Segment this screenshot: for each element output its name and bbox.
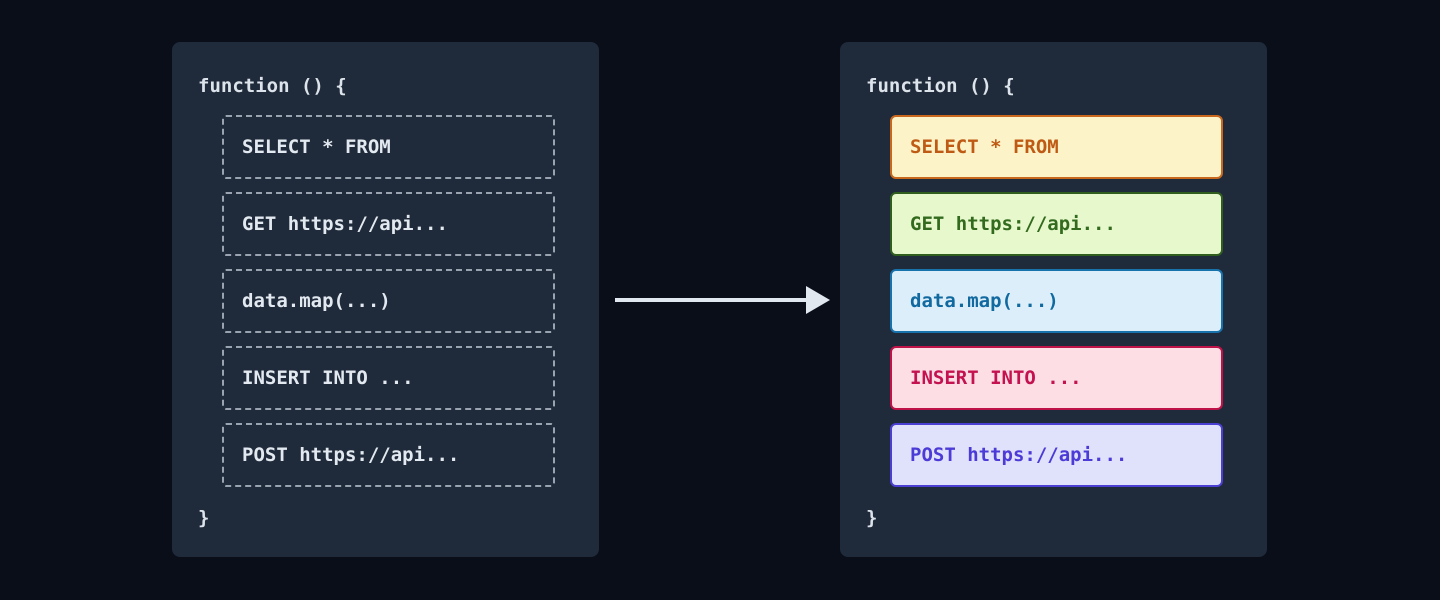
function-close-line: }: [866, 507, 878, 529]
snippet-sql-insert-highlighted: INSERT INTO ...: [890, 346, 1223, 410]
snippet-sql-select-highlighted: SELECT * FROM: [890, 115, 1223, 179]
snippet-http-post: POST https://api...: [222, 423, 555, 487]
snippet-label: SELECT * FROM: [242, 136, 391, 158]
snippet-label: data.map(...): [910, 290, 1059, 312]
code-panel-after: function () { SELECT * FROM GET https://…: [840, 42, 1267, 557]
snippet-data-map: data.map(...): [222, 269, 555, 333]
snippet-label: SELECT * FROM: [910, 136, 1059, 158]
arrow-head: [806, 286, 830, 314]
snippet-http-get: GET https://api...: [222, 192, 555, 256]
function-open-line: function () {: [198, 75, 347, 97]
code-panel-before: function () { SELECT * FROM GET https://…: [172, 42, 599, 557]
snippet-label: POST https://api...: [242, 444, 460, 466]
snippet-http-get-highlighted: GET https://api...: [890, 192, 1223, 256]
function-close-line: }: [198, 507, 210, 529]
snippet-label: INSERT INTO ...: [242, 367, 414, 389]
snippet-label: POST https://api...: [910, 444, 1128, 466]
snippet-sql-insert: INSERT INTO ...: [222, 346, 555, 410]
snippet-label: GET https://api...: [242, 213, 448, 235]
function-open-line: function () {: [866, 75, 1015, 97]
snippet-label: INSERT INTO ...: [910, 367, 1082, 389]
right-arrow-icon: [615, 286, 830, 314]
snippet-label: data.map(...): [242, 290, 391, 312]
snippet-sql-select: SELECT * FROM: [222, 115, 555, 179]
snippet-label: GET https://api...: [910, 213, 1116, 235]
snippet-http-post-highlighted: POST https://api...: [890, 423, 1223, 487]
snippet-data-map-highlighted: data.map(...): [890, 269, 1223, 333]
